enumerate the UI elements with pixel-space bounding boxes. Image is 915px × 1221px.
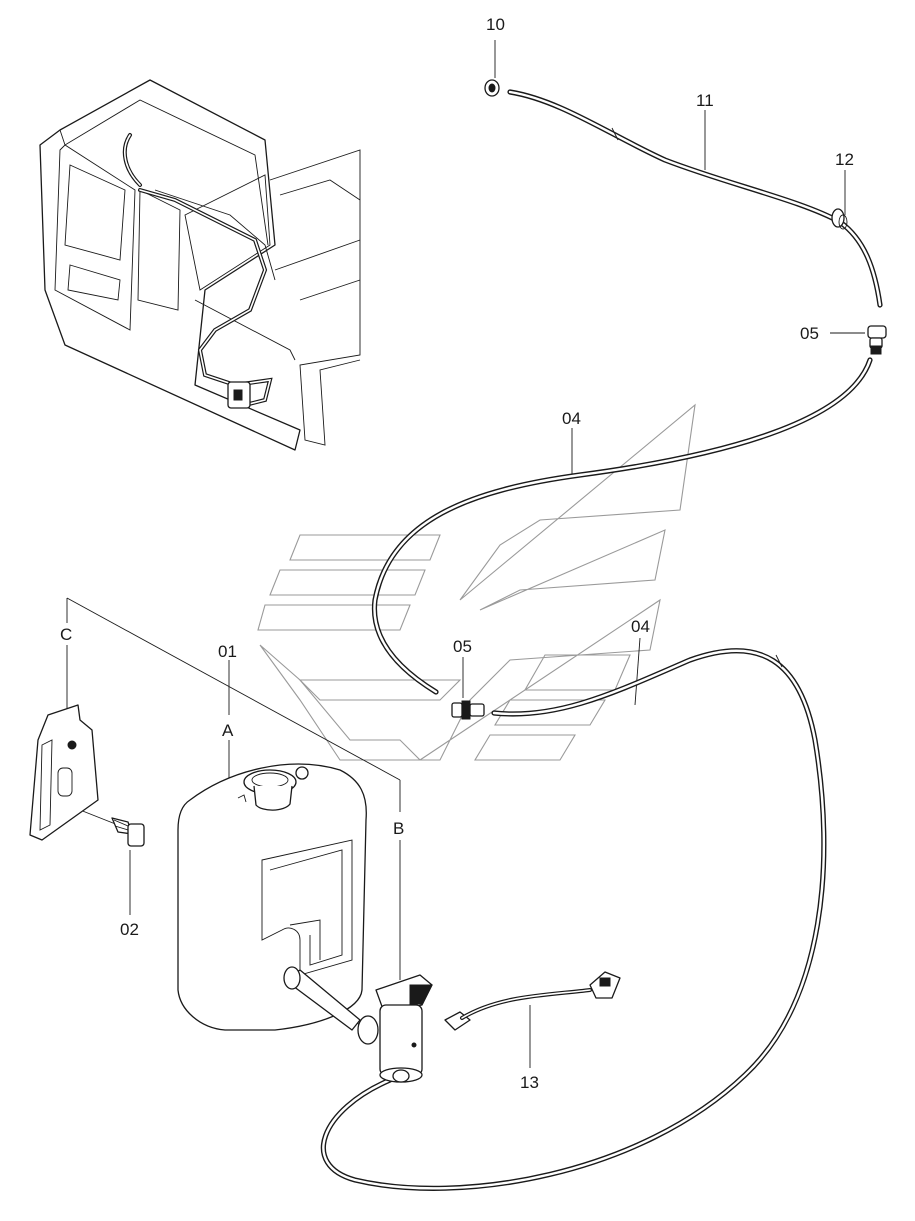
mounting-bracket-part-c [29, 704, 99, 841]
callout-10: 10 [486, 15, 505, 34]
callout-05-mid: 05 [453, 637, 472, 656]
washer-tank-part-01 [177, 763, 367, 1031]
wiring-harness-part-13 [460, 971, 621, 1020]
joint-fitting-part-05-mid [451, 700, 485, 720]
washer-pump-motor [357, 974, 471, 1083]
callout-b: B [393, 819, 404, 838]
excavator-cab-icon [39, 79, 361, 451]
callout-11: 11 [696, 91, 714, 110]
callout-04-lower: 04 [631, 617, 650, 636]
bolt-part-02 [111, 817, 145, 847]
washer-hoses [321, 89, 883, 1191]
callout-c: C [60, 625, 72, 644]
callout-04-upper: 04 [562, 409, 581, 428]
callout-02: 02 [120, 920, 139, 939]
callout-a: A [222, 721, 234, 740]
nozzle-fitting-part-05-top [867, 325, 887, 355]
brand-logo-watermark-icon [257, 403, 696, 761]
callout-13: 13 [520, 1073, 539, 1092]
callout-05-top: 05 [800, 324, 819, 343]
hose-clamp-part-12 [831, 208, 848, 230]
callout-12: 12 [835, 150, 854, 169]
hose-cap-part-10 [484, 79, 500, 97]
callout-labels: 10 11 12 05 04 05 04 01 A B C 02 13 [60, 15, 854, 1092]
callout-01: 01 [218, 642, 237, 661]
